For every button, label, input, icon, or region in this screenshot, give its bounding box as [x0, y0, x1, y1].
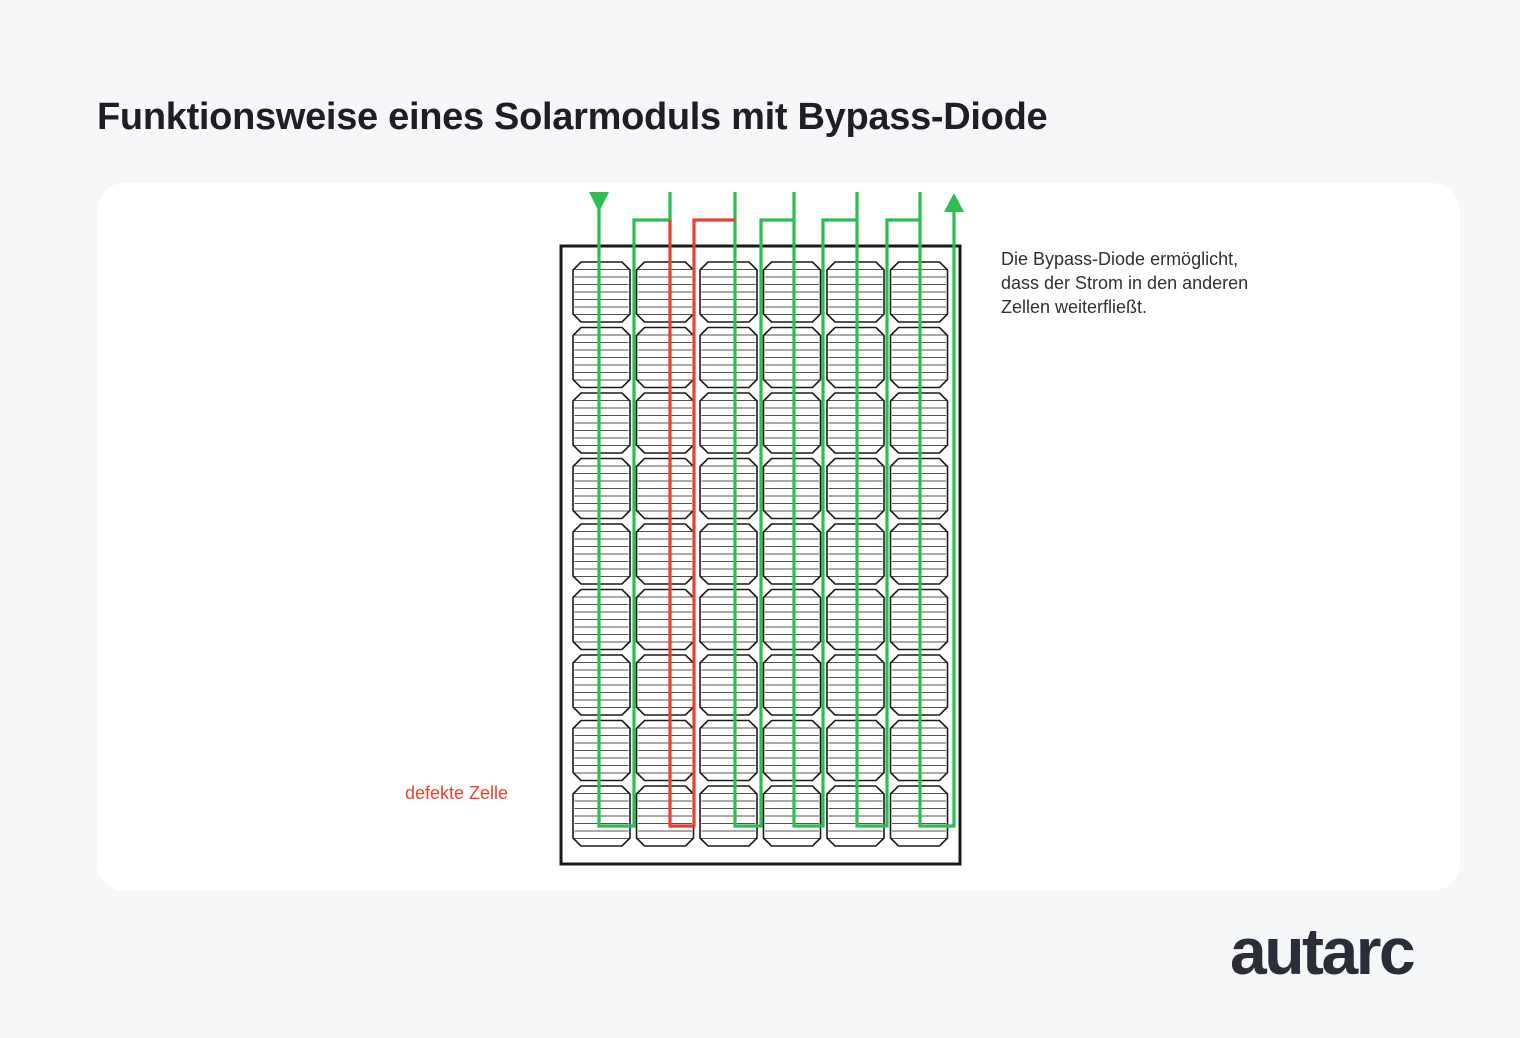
- solar-cell: [635, 785, 695, 847]
- solar-cell: [699, 457, 758, 520]
- solar-cell: [635, 261, 695, 323]
- solar-cell: [762, 719, 822, 782]
- solar-cell: [572, 326, 631, 389]
- current-path-segment: [918, 208, 956, 828]
- solar-cell: [699, 392, 758, 454]
- solar-cell: [635, 392, 695, 454]
- note-line: Die Bypass-Diode ermöglicht,: [1001, 249, 1239, 269]
- solar-cell: [699, 654, 758, 716]
- defect-cell-label: defekte Zelle: [405, 783, 509, 803]
- current-path-segment: [597, 192, 672, 828]
- down-arrow-icon: [589, 192, 609, 212]
- solar-cell: [762, 785, 822, 847]
- solar-cell: [635, 654, 695, 716]
- solar-cell: [572, 457, 631, 520]
- solar-cell: [699, 588, 758, 651]
- solar-cell: [635, 588, 695, 651]
- defective-path-segment: [668, 218, 735, 828]
- solar-cell: [699, 719, 758, 782]
- solar-cell: [572, 261, 631, 323]
- solar-cell: [699, 261, 758, 323]
- solar-cell: [699, 523, 758, 585]
- solar-cell: [699, 785, 758, 847]
- page-title: Funktionsweise eines Solarmoduls mit Byp…: [97, 96, 1048, 138]
- note-line: dass der Strom in den anderen: [1001, 273, 1249, 293]
- solar-cell: [762, 326, 822, 389]
- bypass-note: Die Bypass-Diode ermöglicht, dass der St…: [1001, 247, 1331, 319]
- solar-cell: [762, 523, 822, 585]
- current-paths: [589, 192, 964, 828]
- solar-cell: [572, 588, 631, 651]
- solar-cell: [762, 261, 822, 323]
- solar-cell: [635, 523, 695, 585]
- solar-cell: [762, 457, 822, 520]
- current-path-segment: [855, 192, 922, 828]
- solar-cell: [635, 457, 695, 520]
- solar-cell: [635, 326, 695, 389]
- solar-cell: [762, 588, 822, 651]
- current-path-segment: [733, 192, 796, 828]
- solar-cell: [572, 523, 631, 585]
- solar-cell: [699, 326, 758, 389]
- solar-cell: [572, 654, 631, 716]
- solar-cell: [762, 654, 822, 716]
- solar-cell: [572, 719, 631, 782]
- brand-logo: autarc: [1230, 914, 1416, 988]
- solar-cell: [635, 719, 695, 782]
- up-arrow-icon: [944, 193, 964, 212]
- solar-cell: [762, 392, 822, 454]
- solar-cell: [572, 392, 631, 454]
- current-path-segment: [792, 192, 859, 828]
- solar-cell: [572, 785, 631, 847]
- note-line: Zellen weiterfließt.: [1001, 297, 1148, 317]
